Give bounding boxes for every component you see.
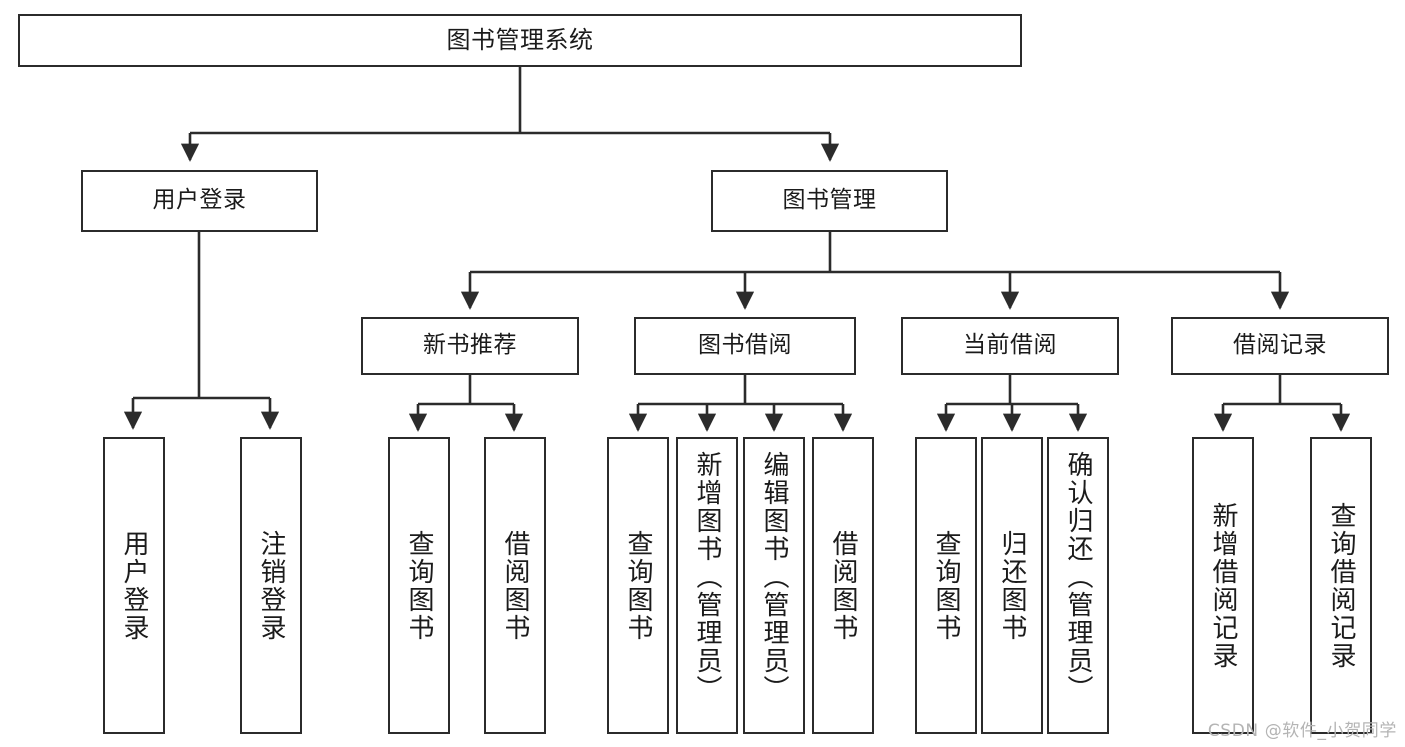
node-label: 查询图书 (931, 529, 961, 642)
node-label: 用户登录 (152, 187, 247, 214)
node-current-borrow[interactable]: 当前借阅 (901, 317, 1119, 375)
node-label: 新增借阅记录 (1208, 501, 1238, 670)
node-label: 借阅记录 (1233, 332, 1327, 359)
leaf-add-borrow-record[interactable]: 新增借阅记录 (1192, 437, 1254, 734)
node-label: 新书推荐 (423, 332, 517, 359)
node-label: 图书管理系统 (446, 26, 594, 55)
node-label: 查询图书 (404, 529, 434, 642)
node-label: 确认归还（管理员） (1063, 451, 1093, 703)
node-user-login[interactable]: 用户登录 (81, 170, 318, 232)
leaf-query-borrow-record[interactable]: 查询借阅记录 (1310, 437, 1372, 734)
node-label: 查询借阅记录 (1326, 501, 1356, 670)
leaf-user-login[interactable]: 用户登录 (103, 437, 165, 734)
node-label: 图书管理 (782, 187, 877, 214)
node-label: 查询图书 (623, 529, 653, 642)
node-book-management[interactable]: 图书管理 (711, 170, 948, 232)
node-book-borrow[interactable]: 图书借阅 (634, 317, 856, 375)
node-root-book-management-system[interactable]: 图书管理系统 (18, 14, 1022, 67)
leaf-logout-login[interactable]: 注销登录 (240, 437, 302, 734)
node-new-book-recommend[interactable]: 新书推荐 (361, 317, 579, 375)
node-label: 借阅图书 (500, 529, 530, 642)
leaf-edit-book-admin[interactable]: 编辑图书（管理员） (743, 437, 805, 734)
leaf-confirm-return-admin[interactable]: 确认归还（管理员） (1047, 437, 1109, 734)
node-label: 新增图书（管理员） (692, 451, 722, 703)
leaf-query-book-recommend[interactable]: 查询图书 (388, 437, 450, 734)
node-label: 借阅图书 (828, 529, 858, 642)
leaf-query-book-current[interactable]: 查询图书 (915, 437, 977, 734)
leaf-query-book-borrow[interactable]: 查询图书 (607, 437, 669, 734)
node-label: 注销登录 (256, 529, 286, 642)
leaf-borrow-book-recommend[interactable]: 借阅图书 (484, 437, 546, 734)
node-label: 当前借阅 (963, 332, 1057, 359)
node-label: 归还图书 (997, 529, 1027, 642)
leaf-return-book[interactable]: 归还图书 (981, 437, 1043, 734)
node-borrow-record[interactable]: 借阅记录 (1171, 317, 1389, 375)
node-label: 编辑图书（管理员） (759, 451, 789, 703)
node-label: 图书借阅 (698, 332, 792, 359)
node-label: 用户登录 (119, 529, 149, 642)
leaf-add-book-admin[interactable]: 新增图书（管理员） (676, 437, 738, 734)
leaf-borrow-book[interactable]: 借阅图书 (812, 437, 874, 734)
watermark: CSDN @软件_小贺同学 (1207, 721, 1397, 741)
